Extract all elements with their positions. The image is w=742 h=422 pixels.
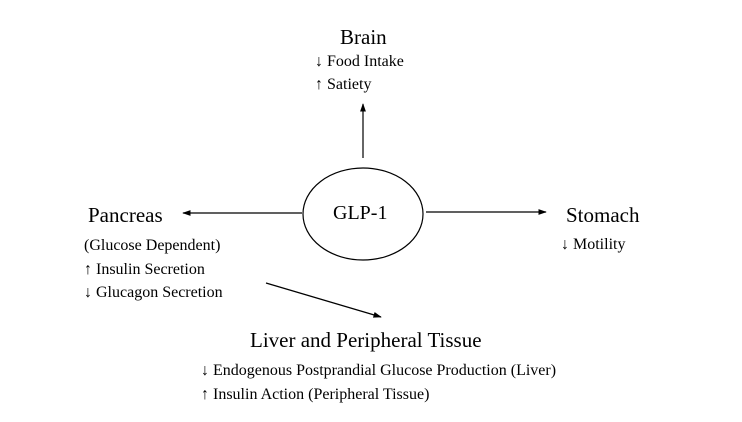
liver-effect-glucose-production: ↓ Endogenous Postprandial Glucose Produc… [201,362,557,379]
glp1-label: GLP-1 [333,202,388,224]
stomach-effect-motility: ↓ Motility [561,236,626,253]
pancreas-effect-glucose-dependent: (Glucose Dependent) [84,237,221,254]
pancreas-effect-glucagon: ↓ Glucagon Secretion [84,284,223,301]
glp1-node [302,167,424,261]
stomach-title: Stomach [566,203,640,227]
liver-effect-insulin-action: ↑ Insulin Action (Peripheral Tissue) [201,386,430,403]
brain-effect-satiety: ↑ Satiety [315,76,372,93]
pancreas-effect-insulin: ↑ Insulin Secretion [84,261,205,278]
brain-effect-food-intake: ↓ Food Intake [315,53,404,70]
pancreas-title: Pancreas [88,203,163,227]
brain-title: Brain [340,25,387,49]
arrow-pancreas-to-liver [265,282,382,318]
liver-title: Liver and Peripheral Tissue [250,328,482,352]
